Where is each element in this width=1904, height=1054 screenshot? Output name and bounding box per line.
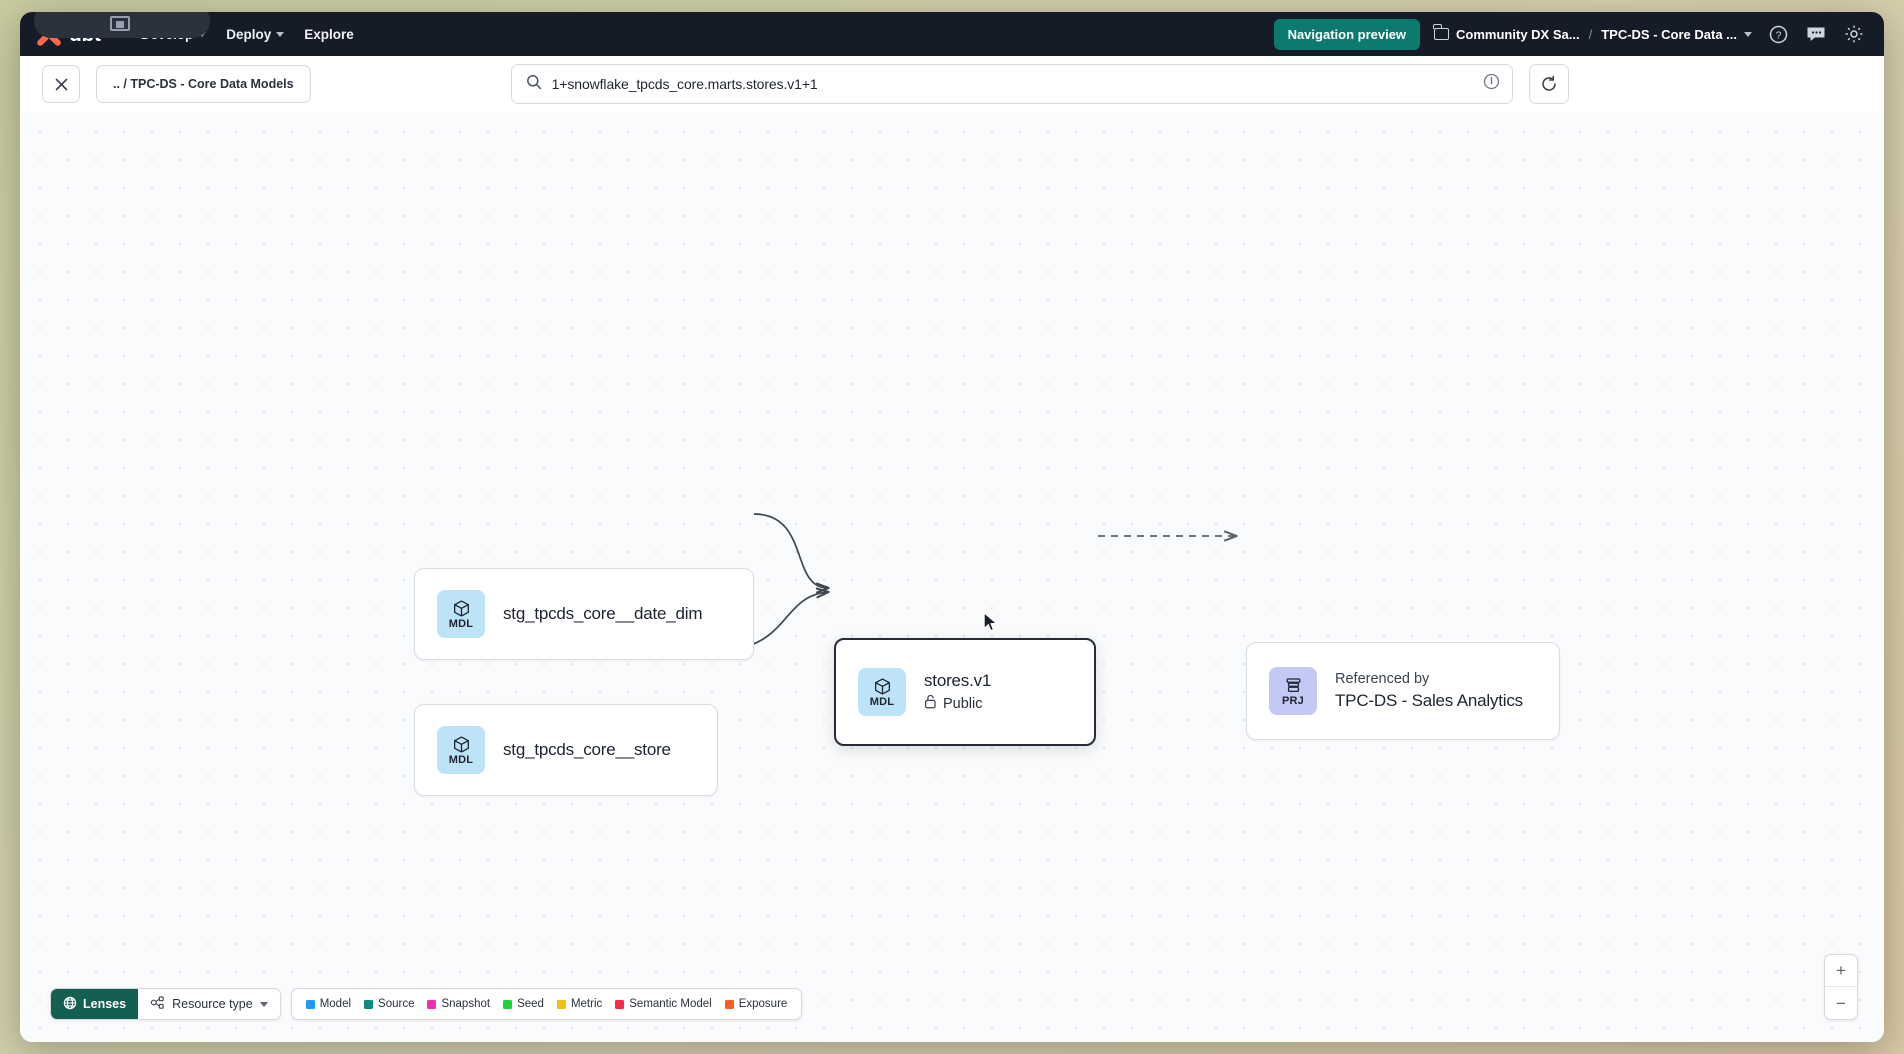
legend-label: Semantic Model [629,998,712,1010]
help-icon[interactable]: ? [1766,22,1790,46]
resource-type-dropdown[interactable]: Resource type [138,989,280,1019]
node-access-label: Public [943,695,983,712]
lineage-breadcrumb-button[interactable]: .. / TPC-DS - Core Data Models [96,65,311,103]
node-badge-label: MDL [869,695,895,708]
chevron-down-icon [276,31,285,37]
top-navigation-bar: dbt Develop Deploy Explore Navigation pr… [20,12,1884,56]
node-body: Referenced by TPC-DS - Sales Analytics [1335,671,1523,711]
node-kicker: Referenced by [1335,670,1430,687]
graph-node-stg-tpcds-core-date-dim[interactable]: MDL stg_tpcds_core__date_dim [414,568,754,660]
node-title: stg_tpcds_core__store [503,740,671,759]
zoom-controls: + − [1824,954,1858,1020]
cube-icon [453,599,469,617]
svg-text:?: ? [1775,29,1781,41]
search-icon [526,74,542,95]
close-button[interactable] [42,65,80,103]
edge-date-dim-to-stores [753,513,828,588]
resource-graph-icon [150,995,165,1013]
node-type-badge-model: MDL [437,590,485,638]
legend-label: Model [319,998,352,1010]
legend-label: Snapshot [441,998,491,1010]
legend-item-model: Model [305,998,352,1010]
legend-label: Source [378,998,415,1010]
zoom-out-button[interactable]: − [1836,993,1846,1013]
breadcrumb-project[interactable]: TPC-DS - Core Data ... [1601,26,1737,42]
node-badge-label: PRJ [1282,694,1304,707]
node-type-badge-model: MDL [858,668,906,716]
feedback-icon[interactable] [1804,22,1828,46]
window-tab-icon [110,16,130,31]
legend-swatch [364,999,374,1009]
lineage-canvas[interactable]: MDL stg_tpcds_core__date_dim MDL stg_tpc… [20,112,1884,1042]
chevron-down-icon [259,1001,268,1007]
lineage-search-input[interactable] [551,76,1473,92]
node-type-badge-project: PRJ [1269,667,1317,715]
lineage-edge-layer [717,513,1884,651]
legend-swatch [503,999,513,1009]
lenses-button[interactable]: Lenses [51,989,139,1019]
resource-type-label: Resource type [172,997,253,1011]
legend-item-snapshot: Snapshot [427,998,490,1010]
node-badge-label: MDL [448,617,474,630]
breadcrumb-separator: / [1588,26,1593,42]
nav-item-deploy-label: Deploy [226,26,272,42]
gear-icon[interactable] [1842,22,1866,46]
node-badge-label: MDL [448,753,474,766]
mouse-cursor [983,612,998,632]
top-bar-right-group: Navigation preview Community DX Sa... / … [1273,18,1866,50]
legend-swatch [724,999,734,1009]
legend-item-source: Source [364,998,414,1010]
graph-node-referenced-by-project[interactable]: PRJ Referenced by TPC-DS - Sales Analyti… [1246,642,1560,740]
lineage-search-box[interactable] [510,64,1513,104]
nav-item-explore[interactable]: Explore [294,21,364,48]
folder-icon [1433,24,1450,40]
zoom-in-button[interactable]: + [1825,955,1857,987]
node-access-row: Public [924,694,991,713]
node-title: TPC-DS - Sales Analytics [1335,691,1523,711]
lens-globe-icon [63,996,77,1013]
chevron-down-icon[interactable] [1744,31,1752,37]
refresh-button[interactable] [1528,64,1569,104]
legend-item-semantic-model: Semantic Model [615,998,712,1010]
legend-item-metric: Metric [556,998,603,1010]
nav-item-explore-label: Explore [304,26,354,42]
resource-type-legend: Model Source Snapshot Seed [290,988,803,1020]
legend-swatch [427,999,437,1009]
legend-swatch [615,999,625,1009]
node-title: stores.v1 [924,671,992,690]
app-window: dbt Develop Deploy Explore Navigation pr… [20,12,1884,1042]
close-icon [55,78,67,90]
lenses-label: Lenses [83,997,127,1011]
legend-swatch [305,999,315,1009]
graph-node-stores-v1[interactable]: MDL stores.v1 Public [834,638,1096,746]
info-circle-icon[interactable] [1483,73,1500,95]
nav-item-deploy[interactable]: Deploy [216,21,294,48]
navigation-preview-button[interactable]: Navigation preview [1273,18,1421,50]
window-tab-nub[interactable] [34,12,210,38]
lens-control-group: Lenses Resource type [50,988,281,1020]
cube-icon [874,677,890,695]
project-icon [1286,677,1300,692]
legend-label: Exposure [738,998,788,1010]
graph-node-stg-tpcds-core-store[interactable]: MDL stg_tpcds_core__store [414,704,718,796]
unlock-icon [924,694,937,713]
lineage-toolbar: .. / TPC-DS - Core Data Models [20,56,1884,112]
legend-label: Metric [570,998,603,1010]
breadcrumb: Community DX Sa... / TPC-DS - Core Data … [1433,24,1752,42]
node-title: stg_tpcds_core__date_dim [503,604,703,623]
lineage-bottom-bar: Lenses Resource type [50,988,803,1020]
node-type-badge-model: MDL [437,726,485,774]
legend-item-exposure: Exposure [724,998,788,1010]
legend-item-seed: Seed [503,998,544,1010]
cube-icon [453,735,469,753]
refresh-icon [1541,75,1556,91]
legend-swatch [556,999,566,1009]
legend-label: Seed [517,998,544,1010]
breadcrumb-account[interactable]: Community DX Sa... [1456,26,1580,42]
node-body: stores.v1 Public [924,671,991,713]
